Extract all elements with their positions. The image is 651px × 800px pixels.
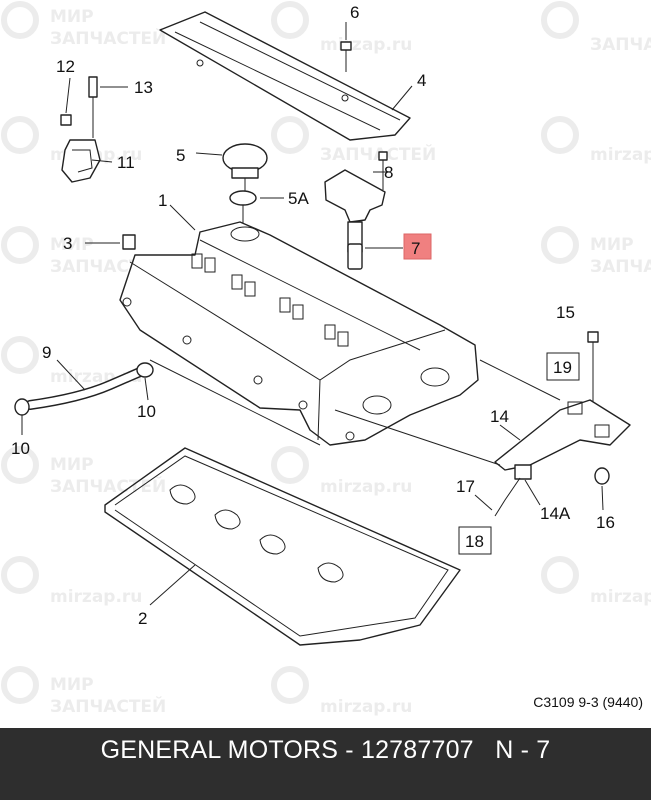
- svg-text:ЗАПЧАСТЕЙ: ЗАПЧАСТЕЙ: [590, 33, 651, 55]
- part-2-gasket[interactable]: [104, 447, 461, 646]
- svg-text:mirzap.ru: mirzap.ru: [50, 587, 142, 607]
- svg-text:МИР: МИР: [50, 7, 94, 27]
- callout-3: 3: [63, 234, 72, 253]
- callout-8: 8: [384, 163, 393, 182]
- part-8-bolt[interactable]: [378, 151, 388, 190]
- leader-lines: [21, 22, 604, 606]
- callout-10: 10: [137, 402, 156, 421]
- svg-text:mirzap.ru: mirzap.ru: [590, 145, 651, 165]
- callout-12: 12: [56, 57, 75, 76]
- svg-text:ЗАПЧАСТЕЙ: ЗАПЧАСТЕЙ: [590, 255, 651, 277]
- part-9-hose[interactable]: [25, 367, 145, 410]
- part-5-oil-cap[interactable]: [222, 143, 268, 192]
- svg-text:МИР: МИР: [50, 235, 94, 255]
- part-7-ignition-coil[interactable]: [324, 169, 386, 270]
- callout-14a: 14A: [540, 504, 571, 523]
- part-14-bracket[interactable]: [494, 399, 631, 471]
- callout-7-highlight: [403, 233, 432, 260]
- diagram-caption: C3109 9-3 (9440): [533, 694, 643, 710]
- callout-5a: 5A: [288, 189, 309, 208]
- part-10-clip[interactable]: [14, 398, 30, 416]
- callout-16: 16: [596, 513, 615, 532]
- callout-9: 9: [42, 343, 51, 362]
- callout-14: 14: [490, 407, 509, 426]
- svg-text:МИР: МИР: [50, 675, 94, 695]
- svg-text:МИР: МИР: [50, 455, 94, 475]
- part-1-valve-cover[interactable]: [119, 221, 479, 446]
- callout-19-box: [546, 352, 580, 381]
- callout-11: 11: [117, 153, 135, 172]
- svg-text:mirzap.ru: mirzap.ru: [320, 477, 412, 497]
- part-3-bolt[interactable]: [122, 234, 136, 250]
- svg-text:ЗАПЧАСТЕЙ: ЗАПЧАСТЕЙ: [50, 27, 166, 49]
- callout-17: 17: [456, 477, 475, 496]
- part-4-engine-cover[interactable]: [159, 11, 411, 141]
- part-11-bracket[interactable]: [61, 139, 101, 183]
- svg-text:mirzap.ru: mirzap.ru: [320, 35, 412, 55]
- part-17-wire[interactable]: [494, 477, 521, 517]
- part-14a-sensor[interactable]: [514, 464, 532, 480]
- callout-18: 18: [465, 532, 484, 551]
- svg-text:mirzap.ru: mirzap.ru: [320, 697, 412, 717]
- part-12-bolt[interactable]: [60, 114, 72, 126]
- callout-2: 2: [138, 609, 147, 628]
- callout-15: 15: [556, 303, 575, 322]
- part-5a-o-ring[interactable]: [229, 190, 257, 225]
- callout-18-box: [458, 526, 492, 555]
- svg-text:ЗАПЧАСТЕЙ: ЗАПЧАСТЕЙ: [50, 475, 166, 497]
- svg-text:ЗАПЧАСТЕЙ: ЗАПЧАСТЕЙ: [50, 695, 166, 717]
- callout-6: 6: [350, 3, 359, 22]
- footer-bar: GENERAL MOTORS - 12787707 N - 7: [0, 728, 651, 800]
- part-13-stud[interactable]: [88, 76, 98, 138]
- callout-5: 5: [176, 146, 185, 165]
- callout-4: 4: [417, 71, 426, 90]
- part-15-bolt[interactable]: [587, 331, 599, 402]
- svg-text:ЗАПЧАСТЕЙ: ЗАПЧАСТЕЙ: [320, 143, 436, 165]
- part-number-title: GENERAL MOTORS - 12787707 N - 7: [100, 736, 551, 764]
- callout-10: 10: [11, 439, 30, 458]
- part-16-clip[interactable]: [594, 467, 610, 485]
- svg-text:mirzap.ru: mirzap.ru: [590, 587, 651, 607]
- callout-19: 19: [553, 358, 572, 377]
- callout-13: 13: [134, 78, 153, 97]
- svg-text:МИР: МИР: [590, 235, 634, 255]
- part-10-clip[interactable]: [136, 362, 154, 378]
- callout-1: 1: [158, 191, 167, 210]
- part-6-bolt[interactable]: [340, 41, 352, 72]
- callout-7[interactable]: 7: [411, 239, 420, 258]
